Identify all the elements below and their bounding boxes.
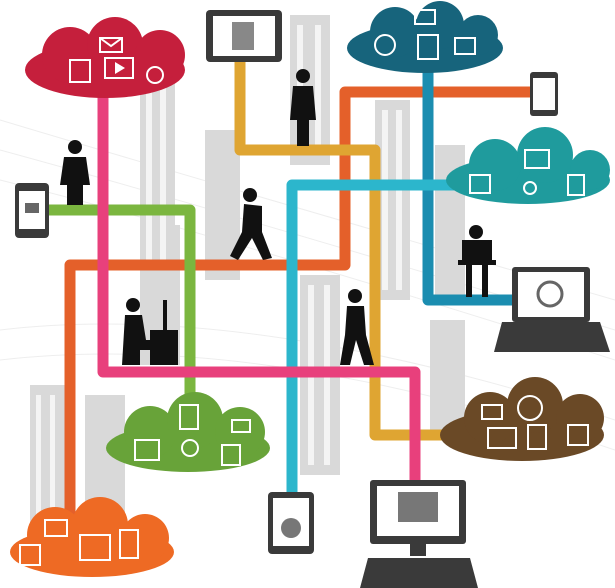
orange-line — [64, 86, 536, 521]
cloud-icon — [10, 497, 174, 577]
person-icon — [340, 289, 374, 365]
blue-line — [422, 49, 521, 306]
person-icon — [60, 140, 90, 205]
connection-lines — [39, 49, 536, 521]
yellow-line — [234, 54, 456, 441]
cloud-media-icons — [19, 9, 589, 566]
green-line — [39, 204, 196, 416]
people-silhouettes — [60, 69, 496, 365]
person-icon — [122, 298, 178, 365]
cyan-line — [286, 179, 476, 501]
smartphone-icon — [530, 72, 558, 116]
pink-line — [97, 84, 421, 486]
tablet-icon — [206, 10, 282, 62]
tablet-icon — [268, 492, 314, 554]
clouds — [10, 1, 610, 577]
person-icon — [458, 225, 496, 297]
smartphone-icon — [15, 183, 49, 238]
laptop-icon — [494, 267, 610, 352]
monitor-icon — [360, 480, 478, 588]
devices — [15, 10, 610, 588]
cloud-icon — [347, 1, 503, 73]
person-icon — [290, 69, 316, 146]
person-icon — [230, 188, 272, 260]
